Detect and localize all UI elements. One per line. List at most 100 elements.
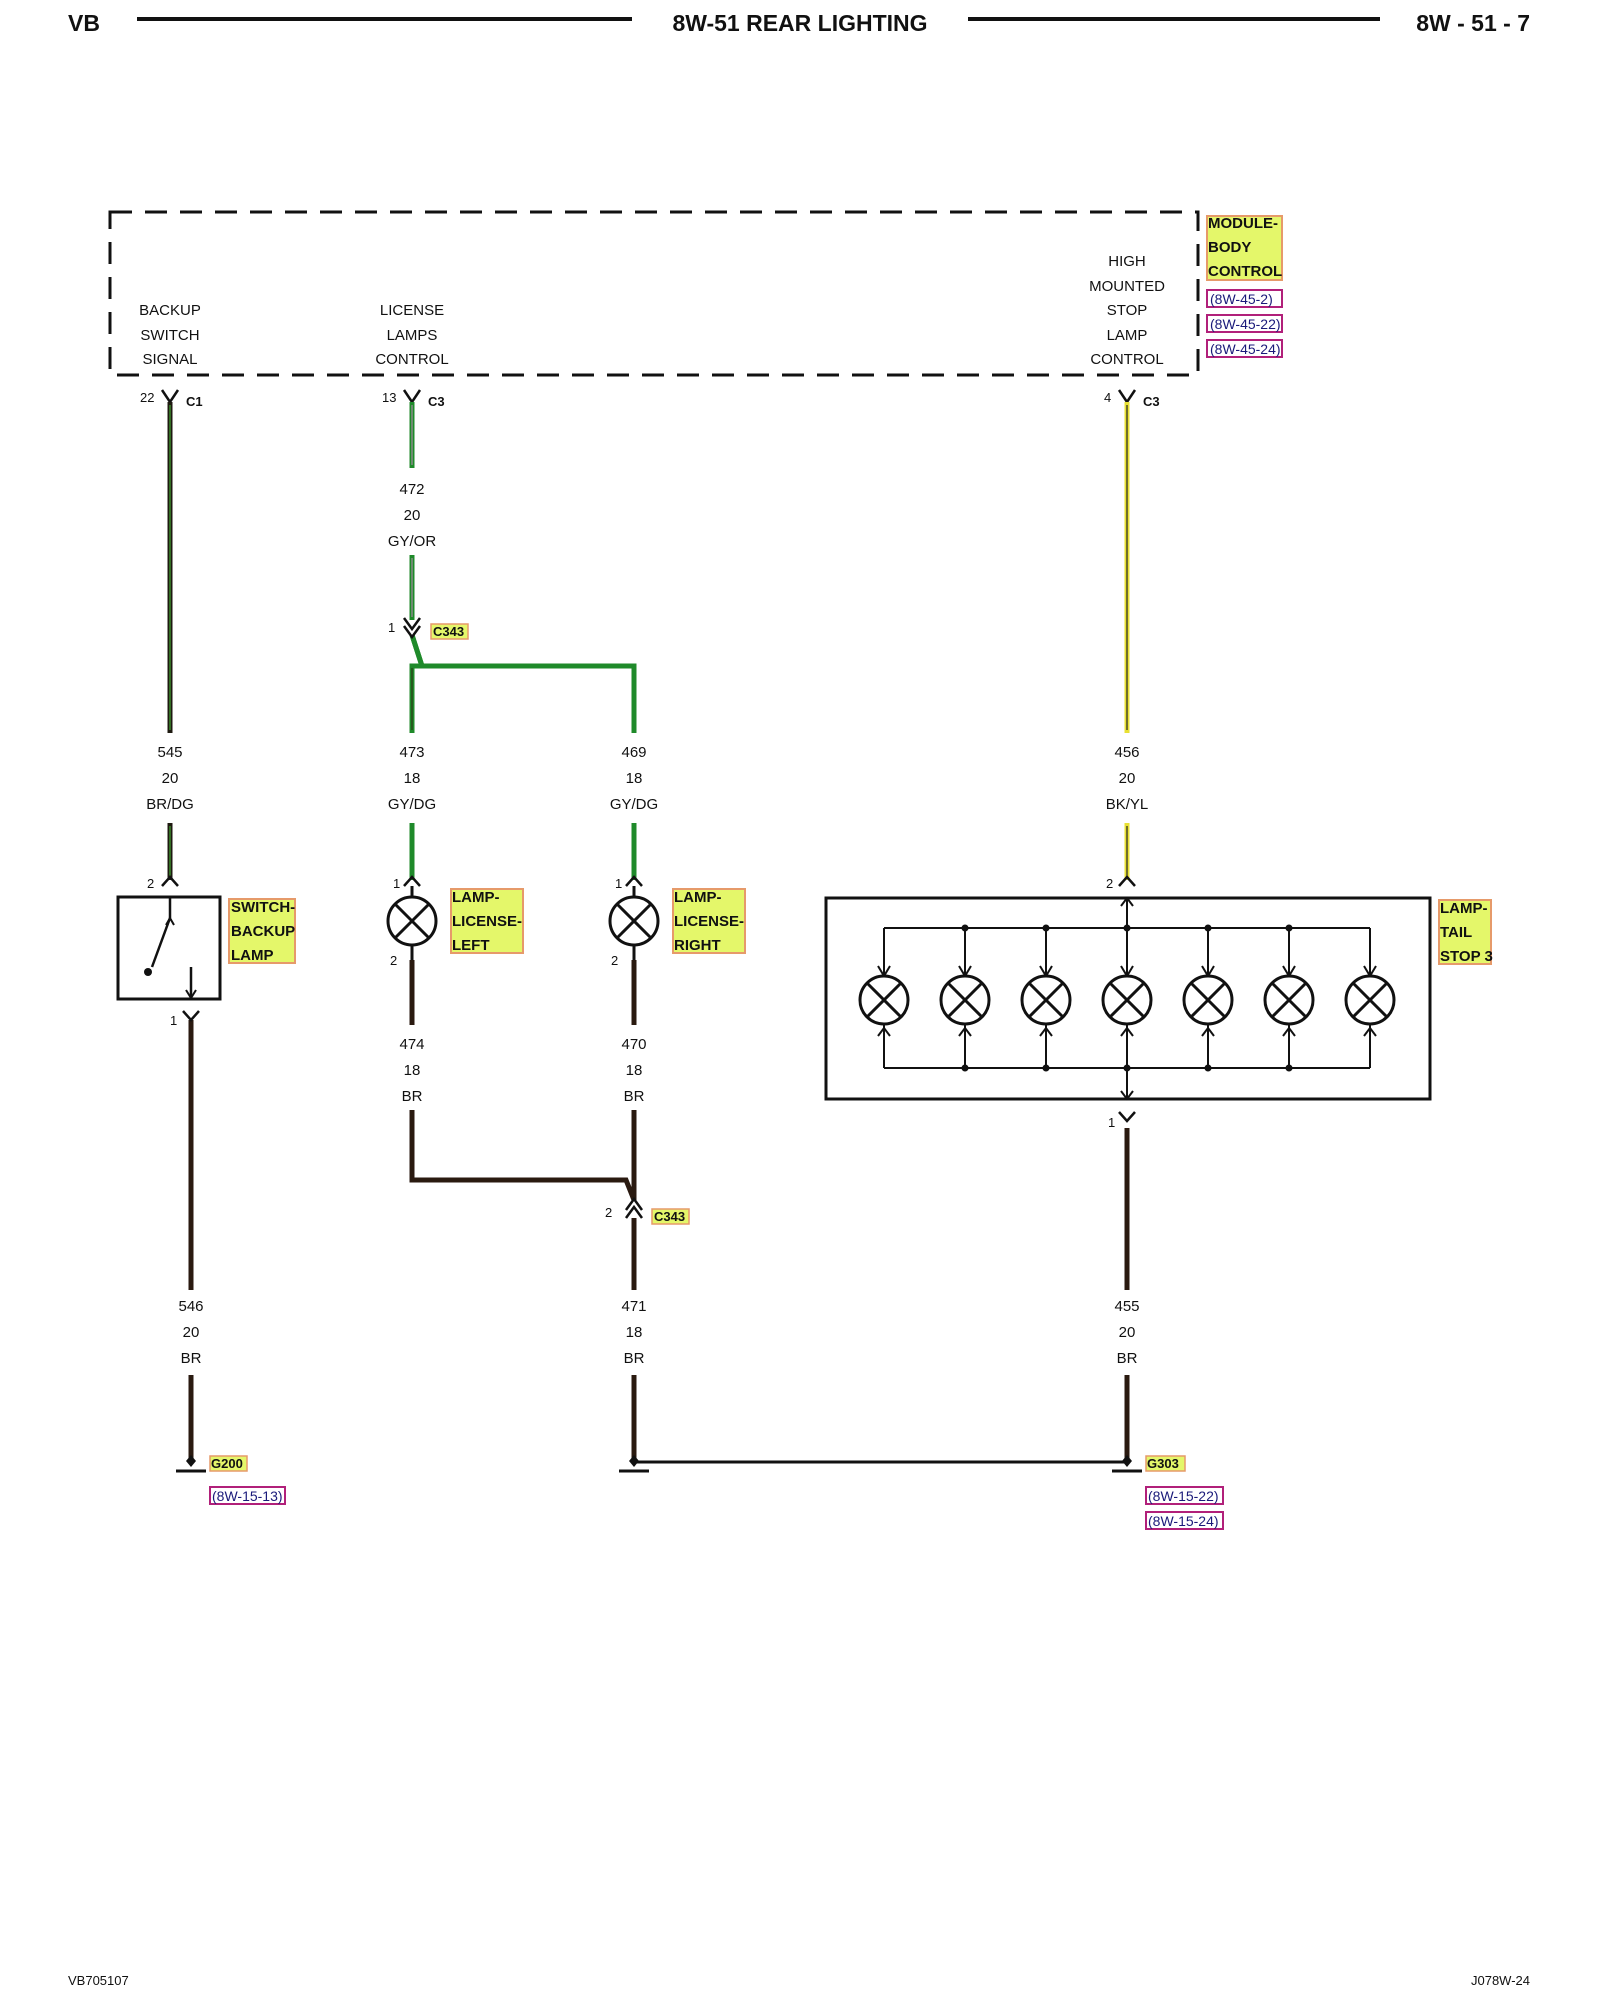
lamp-left-name-1: LAMP- (452, 889, 500, 906)
lamp-right-name-3: RIGHT (674, 937, 721, 954)
wire-470-color: BR (624, 1088, 645, 1105)
wire-456-number: 456 (1114, 744, 1139, 761)
body-control-module: MODULE- BODY CONTROL (8W-45-2) (8W-45-22… (108, 210, 1283, 377)
lamp-right-name-1: LAMP- (674, 889, 722, 906)
g303-ref-1[interactable]: (8W-15-22) (1148, 1488, 1219, 1504)
module-ref-3[interactable]: (8W-45-24) (1210, 341, 1281, 357)
lamp-license-left: 1 2 LAMP- LICENSE- LEFT (386, 875, 524, 968)
pin-chmsl: 4 (1104, 390, 1111, 405)
conn-license: C3 (428, 394, 445, 409)
page-footer: VB705107 J078W-24 (68, 1973, 1530, 1988)
pin-backup: 22 (140, 390, 154, 405)
switch-name-1: SWITCH- (231, 899, 295, 916)
c343-bottom-pin: 2 (605, 1205, 612, 1220)
tail-name-3: STOP 3 (1440, 948, 1493, 965)
wire-455-gauge: 20 (1119, 1324, 1136, 1341)
wire-546-number: 546 (178, 1298, 203, 1315)
switch-name-3: LAMP (231, 947, 274, 964)
connector-c343-bottom: 2 C343 (605, 1196, 690, 1225)
tail-name-2: TAIL (1440, 924, 1472, 941)
wire-473-color: GY/DG (388, 796, 436, 813)
wire-455-number: 455 (1114, 1298, 1139, 1315)
wire-472-number: 472 (399, 481, 424, 498)
ground-g200: G200 (8W-15-13) (176, 1455, 286, 1505)
module-name-3: CONTROL (1208, 263, 1282, 280)
lamp-left-pin-top: 1 (393, 876, 400, 891)
signal-license-2: LAMPS (387, 327, 438, 344)
wire-456-color: BK/YL (1106, 796, 1149, 813)
signal-backup-2: SWITCH (140, 327, 199, 344)
module-ref-2[interactable]: (8W-45-22) (1210, 316, 1281, 332)
tail-pin-top: 2 (1106, 876, 1113, 891)
wire-474 (409, 960, 637, 1201)
module-name-1: MODULE- (1208, 215, 1278, 232)
wire-469-number: 469 (621, 744, 646, 761)
wire-474-number: 474 (399, 1036, 424, 1053)
wire-473-gauge: 18 (404, 770, 421, 787)
g303-name: G303 (1147, 1456, 1179, 1471)
wire-469 (409, 634, 637, 880)
signal-license-1: LICENSE (380, 302, 444, 319)
wire-469-color: GY/DG (610, 796, 658, 813)
wire-469-gauge: 18 (626, 770, 643, 787)
module-ref-1[interactable]: (8W-45-2) (1210, 291, 1273, 307)
signal-backup-1: BACKUP (139, 302, 201, 319)
module-name-2: BODY (1208, 239, 1251, 256)
wire-455-color: BR (1117, 1350, 1138, 1367)
page-title: 8W-51 REAR LIGHTING (672, 10, 927, 36)
g303-ref-2[interactable]: (8W-15-24) (1148, 1513, 1219, 1529)
signal-backup-3: SIGNAL (142, 351, 197, 368)
lamp-left-name-2: LICENSE- (452, 913, 522, 930)
c343-bottom-name: C343 (654, 1209, 685, 1224)
lamp-tail-stop-3: 2 1 LAMP- TAIL STOP 3 (824, 875, 1493, 1130)
conn-chmsl: C3 (1143, 394, 1160, 409)
lamp-license-right: 1 2 LAMP- LICENSE- RIGHT (608, 875, 746, 968)
signal-chmsl-1: HIGH (1108, 253, 1146, 270)
wire-472-color: GY/OR (388, 533, 437, 550)
tail-pin-bottom: 1 (1108, 1115, 1115, 1130)
signal-chmsl-5: CONTROL (1090, 351, 1163, 368)
wire-545-number: 545 (157, 744, 182, 761)
g200-ref-1[interactable]: (8W-15-13) (212, 1488, 283, 1504)
lamp-left-name-3: LEFT (452, 937, 490, 954)
signal-chmsl-3: STOP (1107, 302, 1148, 319)
wire-labels: 472 20 GY/OR 545 20 BR/DG 473 18 GY/DG 4… (146, 481, 1148, 1367)
header-page-number: 8W - 51 - 7 (1416, 10, 1530, 36)
wire-545-gauge: 20 (162, 770, 179, 787)
wire-456-gauge: 20 (1119, 770, 1136, 787)
connector-c343-top: 1 C343 (388, 617, 469, 640)
ground-g303: G303 (8W-15-22) (8W-15-24) (1112, 1455, 1224, 1530)
signal-chmsl-4: LAMP (1107, 327, 1148, 344)
switch-backup-lamp: 2 1 SWITCH- BACKUP LAMP (116, 875, 296, 1028)
lamp-right-pin-bottom: 2 (611, 953, 618, 968)
footer-left: VB705107 (68, 1973, 129, 1988)
c343-top-pin: 1 (388, 620, 395, 635)
wire-545-color: BR/DG (146, 796, 194, 813)
tail-name-1: LAMP- (1440, 900, 1488, 917)
module-pins: 22 C1 13 C3 4 C3 (140, 389, 1160, 409)
header-left: VB (68, 10, 100, 36)
switch-name-2: BACKUP (231, 923, 295, 940)
wire-472-gauge: 20 (404, 507, 421, 524)
page-header: VB 8W-51 REAR LIGHTING 8W - 51 - 7 (68, 10, 1530, 36)
footer-right: J078W-24 (1471, 1973, 1530, 1988)
c343-top-name: C343 (433, 624, 464, 639)
wire-471-color: BR (624, 1350, 645, 1367)
wire-546-color: BR (181, 1350, 202, 1367)
wire-474-gauge: 18 (404, 1062, 421, 1079)
pin-license: 13 (382, 390, 396, 405)
g200-name: G200 (211, 1456, 243, 1471)
ground-splice-471 (619, 1455, 649, 1473)
lamp-right-name-2: LICENSE- (674, 913, 744, 930)
signal-license-3: CONTROL (375, 351, 448, 368)
wire-471-number: 471 (621, 1298, 646, 1315)
wire-474-color: BR (402, 1088, 423, 1105)
wire-470-number: 470 (621, 1036, 646, 1053)
lamp-right-pin-top: 1 (615, 876, 622, 891)
wire-471-gauge: 18 (626, 1324, 643, 1341)
switch-pin-bottom: 1 (170, 1013, 177, 1028)
switch-pin-top: 2 (147, 876, 154, 891)
wire-470-gauge: 18 (626, 1062, 643, 1079)
wire-546-gauge: 20 (183, 1324, 200, 1341)
